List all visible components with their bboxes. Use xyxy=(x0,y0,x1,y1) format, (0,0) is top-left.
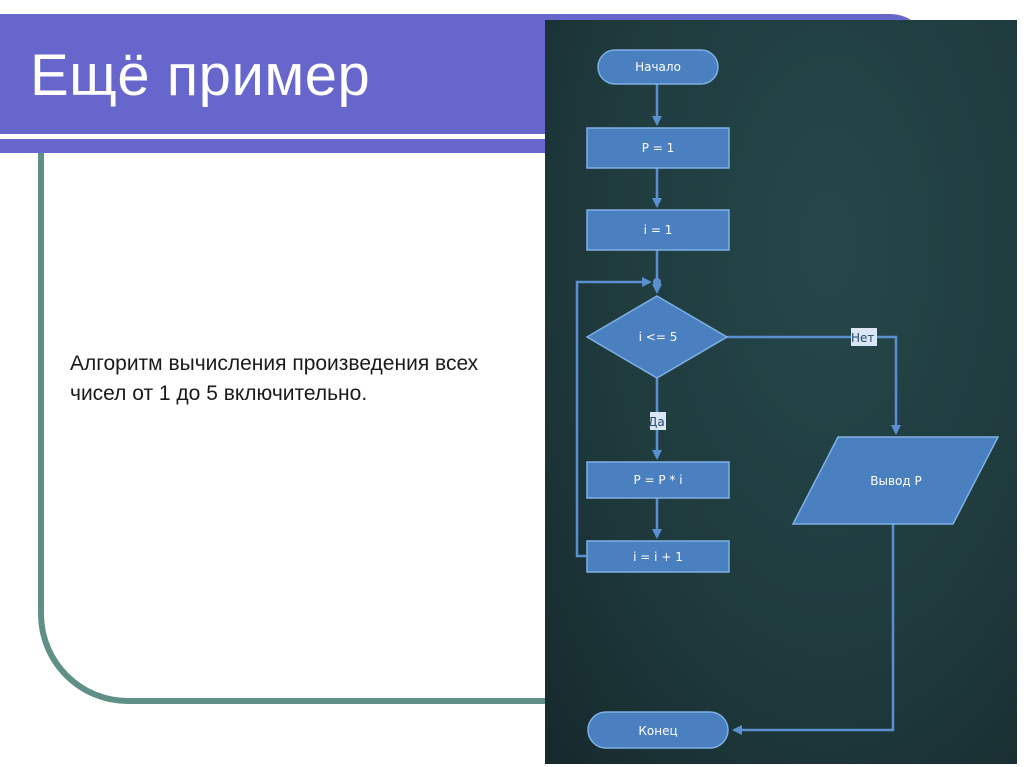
no-tag xyxy=(851,328,877,346)
condition-diamond xyxy=(585,295,729,379)
increment-label: i = i + 1 xyxy=(633,550,683,564)
start-terminal xyxy=(597,49,719,85)
arrow-condition-no xyxy=(727,335,901,435)
content-frame xyxy=(38,153,664,704)
algorithm-description: Алгоритм вычисления произведения всех чи… xyxy=(70,352,479,405)
no-label: Нет xyxy=(851,331,874,345)
slide-title: Ещё пример xyxy=(30,43,371,108)
end-terminal xyxy=(587,711,729,749)
loop-junction xyxy=(653,278,661,286)
end-label: Конец xyxy=(638,724,677,738)
yes-tag xyxy=(650,412,666,430)
start-label: Начало xyxy=(635,60,681,74)
condition-label: i <= 5 xyxy=(639,330,678,344)
arrow-output-to-end xyxy=(732,524,895,735)
arrow-loop-back xyxy=(575,277,652,558)
init-p-label: P = 1 xyxy=(642,141,675,155)
output-label: Вывод P xyxy=(870,474,921,488)
init-i-label: i = 1 xyxy=(644,223,673,237)
multiply-block xyxy=(586,461,730,499)
multiply-label: P = P * i xyxy=(633,473,682,487)
init-i-block xyxy=(586,209,730,251)
init-p-block xyxy=(586,127,730,169)
increment-block xyxy=(586,540,730,573)
output-parallelogram xyxy=(791,436,1000,525)
title-divider xyxy=(0,134,930,139)
yes-label: Да xyxy=(648,415,665,429)
connectors xyxy=(575,84,901,735)
